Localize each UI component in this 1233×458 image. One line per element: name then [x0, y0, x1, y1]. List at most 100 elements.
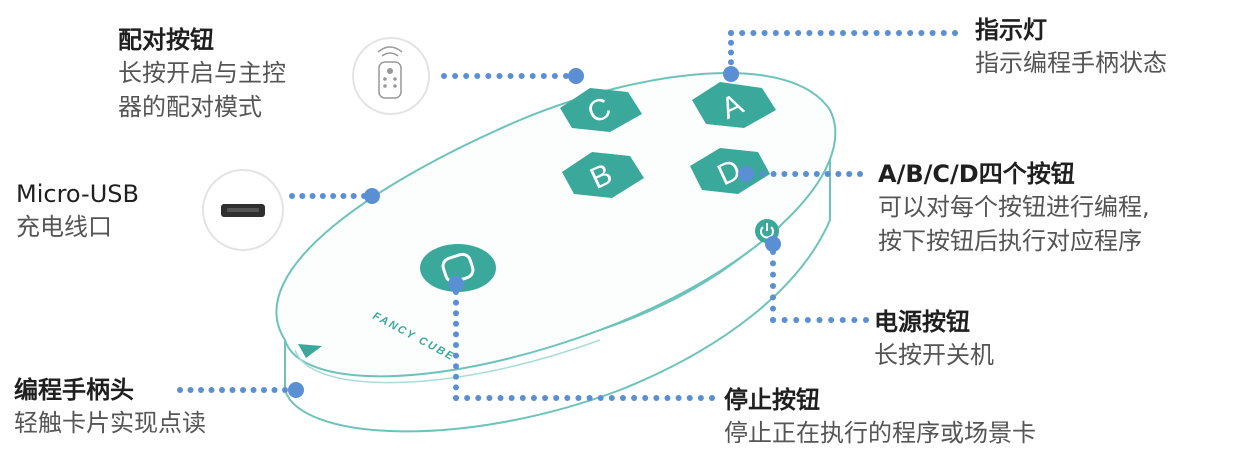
abcd-title: A/B/C/D四个按钮	[878, 160, 1075, 188]
indicator-desc: 指示编程手柄状态	[975, 49, 1167, 77]
leader-dot	[793, 317, 800, 323]
leader-dot	[884, 30, 891, 36]
leader-dot	[770, 260, 776, 267]
leader-dot	[770, 294, 776, 301]
leader-anchor	[738, 166, 754, 182]
leader-dot	[792, 171, 799, 177]
leader-dot	[664, 395, 671, 401]
leader-anchor	[568, 68, 584, 84]
leader-dot	[761, 30, 768, 36]
leader-dot	[540, 73, 547, 79]
leader-dot	[631, 395, 638, 401]
leader-dot	[250, 387, 257, 393]
leader-dot	[208, 387, 215, 393]
indicator-title: 指示灯	[975, 16, 1047, 44]
usb-title: Micro-USB	[16, 180, 139, 208]
leader-dot	[564, 395, 571, 401]
leader-dot	[653, 395, 660, 401]
leader-dot	[873, 30, 880, 36]
leader-dot	[575, 395, 582, 401]
leader-dot	[289, 193, 295, 199]
leader-dot	[804, 317, 811, 323]
leader-dot	[828, 30, 835, 36]
leader-dot	[728, 30, 734, 36]
leader-dot	[486, 395, 493, 401]
button-c[interactable]: C	[560, 88, 642, 132]
abcd-desc-1: 可以对每个按钮进行编程,	[878, 193, 1150, 221]
power-desc: 长按开关机	[874, 341, 994, 369]
leader-dot	[772, 30, 779, 36]
button-b[interactable]: B	[562, 152, 644, 198]
pair-icon-circle	[352, 37, 430, 115]
leader-dot	[770, 271, 776, 278]
leader-dot	[608, 395, 615, 401]
pair-label: 配对按钮 长按开启与主控 器的配对模式	[118, 24, 286, 124]
abcd-label: A/B/C/D四个按钮 可以对每个按钮进行编程, 按下按钮后执行对应程序	[878, 158, 1150, 258]
power-title: 电源按钮	[874, 308, 970, 336]
power-label: 电源按钮 长按开关机	[874, 306, 994, 372]
leader-dot	[453, 320, 459, 327]
leader-dot	[453, 342, 459, 348]
leader-dot	[464, 395, 471, 401]
leader-dot	[840, 30, 846, 36]
leader-dot	[340, 193, 347, 199]
abcd-leader	[738, 166, 863, 182]
leader-dot	[563, 73, 569, 79]
leader-dot	[728, 49, 734, 56]
leader-dot	[642, 395, 649, 401]
leader-dot	[229, 387, 236, 393]
leader-dot	[529, 73, 536, 79]
pair-desc-1: 长按开启与主控	[118, 59, 286, 87]
leader-dot	[728, 59, 734, 66]
leader-dot	[759, 171, 766, 177]
leader-dot	[857, 171, 863, 177]
controller-body	[275, 72, 837, 433]
leader-dot	[619, 395, 626, 401]
power-leader	[765, 236, 869, 323]
leader-dot	[862, 30, 869, 36]
leader-anchor	[765, 236, 781, 252]
arrow-icon	[298, 344, 322, 358]
leader-dot	[586, 395, 593, 401]
leader-dot	[282, 387, 288, 393]
leader-anchor	[448, 276, 464, 292]
usb-leader	[289, 188, 380, 204]
leader-anchor	[723, 66, 739, 82]
leader-dot	[485, 73, 492, 79]
leader-dot	[309, 193, 316, 199]
indicator-label: 指示灯 指示编程手柄状态	[975, 14, 1167, 80]
leader-dot	[817, 30, 824, 36]
leader-dot	[530, 395, 537, 401]
leader-dot	[784, 30, 790, 36]
leader-lines	[177, 30, 958, 401]
stop-label: 停止按钮 停止正在执行的程序或场景卡	[724, 384, 1036, 450]
leader-dot	[770, 283, 776, 289]
pair-title: 配对按钮	[118, 26, 214, 54]
leader-dot	[519, 395, 526, 401]
leader-dot	[907, 30, 914, 36]
leader-dot	[350, 193, 357, 199]
stop-leader	[448, 276, 715, 401]
leader-dot	[453, 363, 459, 370]
leader-dot	[697, 395, 704, 401]
leader-dot	[198, 387, 204, 393]
leader-dot	[441, 73, 447, 79]
leader-dot	[781, 317, 788, 323]
leader-dot	[824, 171, 831, 177]
button-a[interactable]: A	[692, 82, 776, 128]
usb-label: Micro-USB 充电线口	[16, 178, 139, 244]
leader-dot	[816, 317, 823, 323]
leader-dot	[770, 305, 776, 312]
leader-dot	[475, 395, 482, 401]
leader-dot	[508, 395, 515, 401]
leader-dot	[851, 30, 858, 36]
pair-desc-2: 器的配对模式	[118, 93, 262, 121]
leader-dot	[271, 387, 278, 393]
leader-dot	[453, 299, 459, 306]
leader-dot	[497, 395, 504, 401]
leader-dot	[851, 317, 858, 323]
leader-dot	[929, 30, 936, 36]
leader-dot	[518, 73, 525, 79]
leader-anchor	[364, 188, 380, 204]
power-icon	[760, 223, 774, 239]
